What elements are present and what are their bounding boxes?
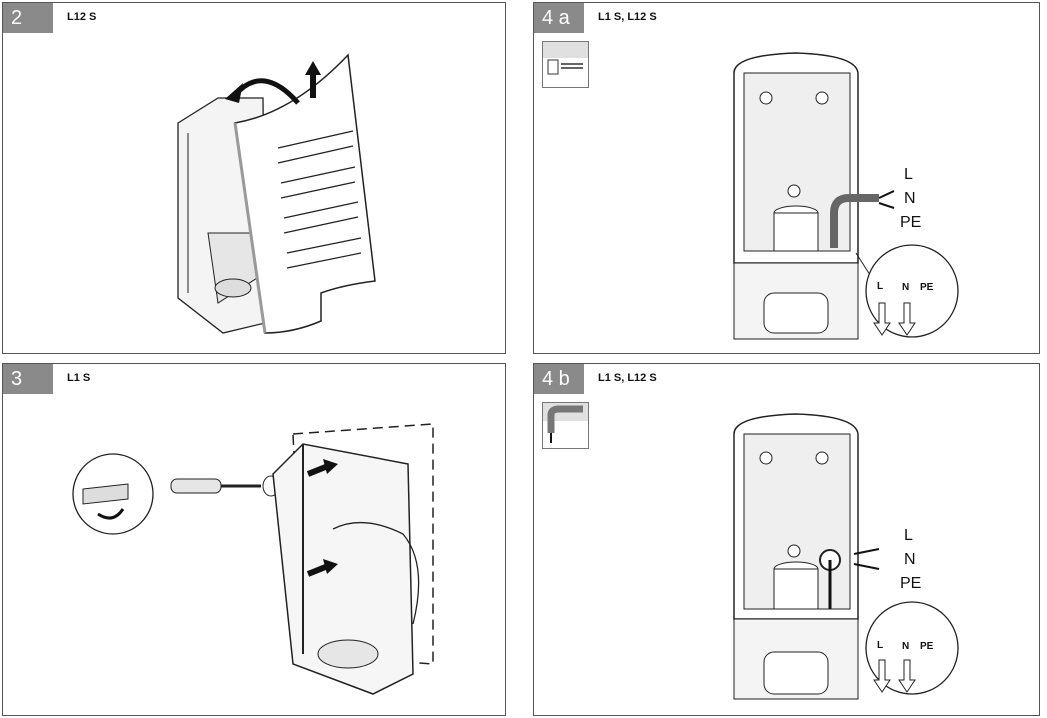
terminal-label-pe: PE: [920, 282, 934, 293]
screw-icon: [759, 91, 773, 105]
step-number: 2: [3, 3, 53, 33]
terminal-label-l: L: [877, 281, 884, 292]
step-3-panel: 3 L1 S: [2, 363, 506, 716]
step-2-panel: 2 L12 S: [2, 2, 506, 354]
wire-label-n: N: [904, 190, 916, 207]
step-4b-panel: 4 b L1 S, L12 S L N PE L N PE: [533, 363, 1040, 716]
wire-label-l: L: [904, 527, 913, 544]
terminal-label-n: N: [902, 282, 910, 293]
remove-cover-illustration: [177, 53, 376, 334]
wire-label-pe: PE: [900, 575, 922, 592]
surface-mount-thumbnail: [542, 41, 589, 88]
wiring-surface-illustration: [733, 52, 959, 340]
screwdriver-icon: [170, 478, 222, 494]
model-label: L1 S: [67, 372, 91, 384]
terminal-label-l: L: [877, 640, 884, 651]
terminal-label-pe: PE: [920, 641, 934, 652]
terminal-detail-circle: [865, 601, 959, 695]
screw-icon: [815, 91, 829, 105]
screw-icon: [759, 451, 773, 465]
wire-label-pe: PE: [900, 214, 922, 231]
screw-icon: [787, 544, 801, 558]
model-label: L12 S: [67, 11, 97, 23]
screw-icon: [815, 451, 829, 465]
wiring-flush-illustration: [733, 413, 959, 700]
step-number: 3: [3, 364, 53, 394]
model-label: L1 S, L12 S: [598, 11, 657, 23]
step-4a-panel: 4 a L1 S, L12 S L N PE L N PE: [533, 2, 1040, 354]
unscrew-housing-illustration: [72, 423, 434, 695]
terminal-label-n: N: [902, 641, 910, 652]
flush-mount-thumbnail: [542, 402, 589, 449]
step-number: 4 b: [534, 364, 584, 394]
wire-label-l: L: [904, 166, 913, 183]
step-number: 4 a: [534, 3, 584, 33]
screw-icon: [787, 184, 801, 198]
terminal-detail-circle: [865, 244, 959, 338]
model-label: L1 S, L12 S: [598, 372, 657, 384]
wire-label-n: N: [904, 551, 916, 568]
